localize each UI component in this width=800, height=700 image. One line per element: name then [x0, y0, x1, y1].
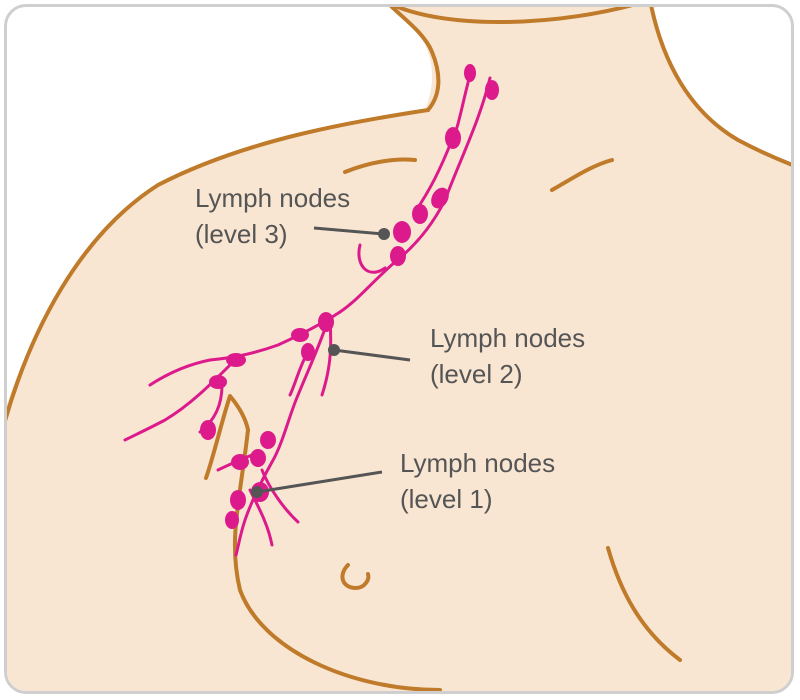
pointer-dot-level-3 [378, 228, 390, 240]
lymph-node-diagram: Lymph nodes (level 3) Lymph nodes (level… [7, 7, 791, 691]
lymph-node [200, 420, 216, 440]
label-level-2: Lymph nodes (level 2) [430, 323, 585, 389]
lymph-node [393, 221, 411, 243]
shoulder-outline [7, 108, 430, 422]
lymph-node [464, 64, 476, 82]
neck-right-outline [649, 7, 791, 167]
right-clavicle-outline [550, 158, 614, 192]
lymph-node [226, 353, 246, 367]
nipple-outline [340, 563, 371, 590]
breast-right-outline [606, 546, 682, 662]
pointer-dot-level-2 [328, 344, 340, 356]
lymph-vessel [148, 358, 212, 387]
lymph-node [291, 328, 309, 342]
armpit-outline [204, 394, 250, 480]
pointer-line-level-1 [256, 470, 383, 494]
lymph-node [260, 431, 276, 449]
neck-left-outline [389, 7, 441, 112]
label-level-3-line2: (level 3) [195, 219, 287, 249]
lymph-vessel [270, 318, 330, 464]
body-figure [7, 7, 791, 691]
lymphatic-system [123, 64, 499, 557]
label-level-2-line2: (level 2) [430, 359, 522, 389]
neck-top-outline [393, 7, 633, 25]
label-level-1-line2: (level 1) [400, 484, 492, 514]
lymph-node [431, 187, 449, 209]
label-level-1-line1: Lymph nodes [400, 448, 555, 478]
lymph-node [225, 511, 239, 529]
lymph-node [485, 80, 499, 100]
lymph-node [412, 204, 428, 224]
lymph-node [231, 454, 249, 470]
lymph-vessel [338, 76, 492, 314]
pointer-line-level-2 [333, 348, 411, 362]
lymph-node [230, 490, 246, 510]
lymph-node [445, 127, 461, 149]
diagram-frame: Lymph nodes (level 3) Lymph nodes (level… [4, 4, 794, 694]
lymph-vessel [357, 243, 387, 274]
label-level-3: Lymph nodes (level 3) [195, 183, 350, 249]
pointers [251, 226, 411, 498]
lymph-node [301, 343, 315, 361]
pointer-dot-level-1 [251, 486, 263, 498]
lymph-vessel [260, 468, 300, 524]
label-level-3-line1: Lymph nodes [195, 183, 350, 213]
left-clavicle-outline [343, 157, 417, 174]
label-level-2-line1: Lymph nodes [430, 323, 585, 353]
lymph-node [390, 246, 406, 266]
label-level-1: Lymph nodes (level 1) [400, 448, 555, 514]
lymph-node [318, 312, 334, 332]
lymph-node [209, 375, 227, 389]
pointer-line-level-3 [313, 226, 385, 236]
lymph-node [250, 449, 266, 467]
body-skin [7, 7, 791, 691]
